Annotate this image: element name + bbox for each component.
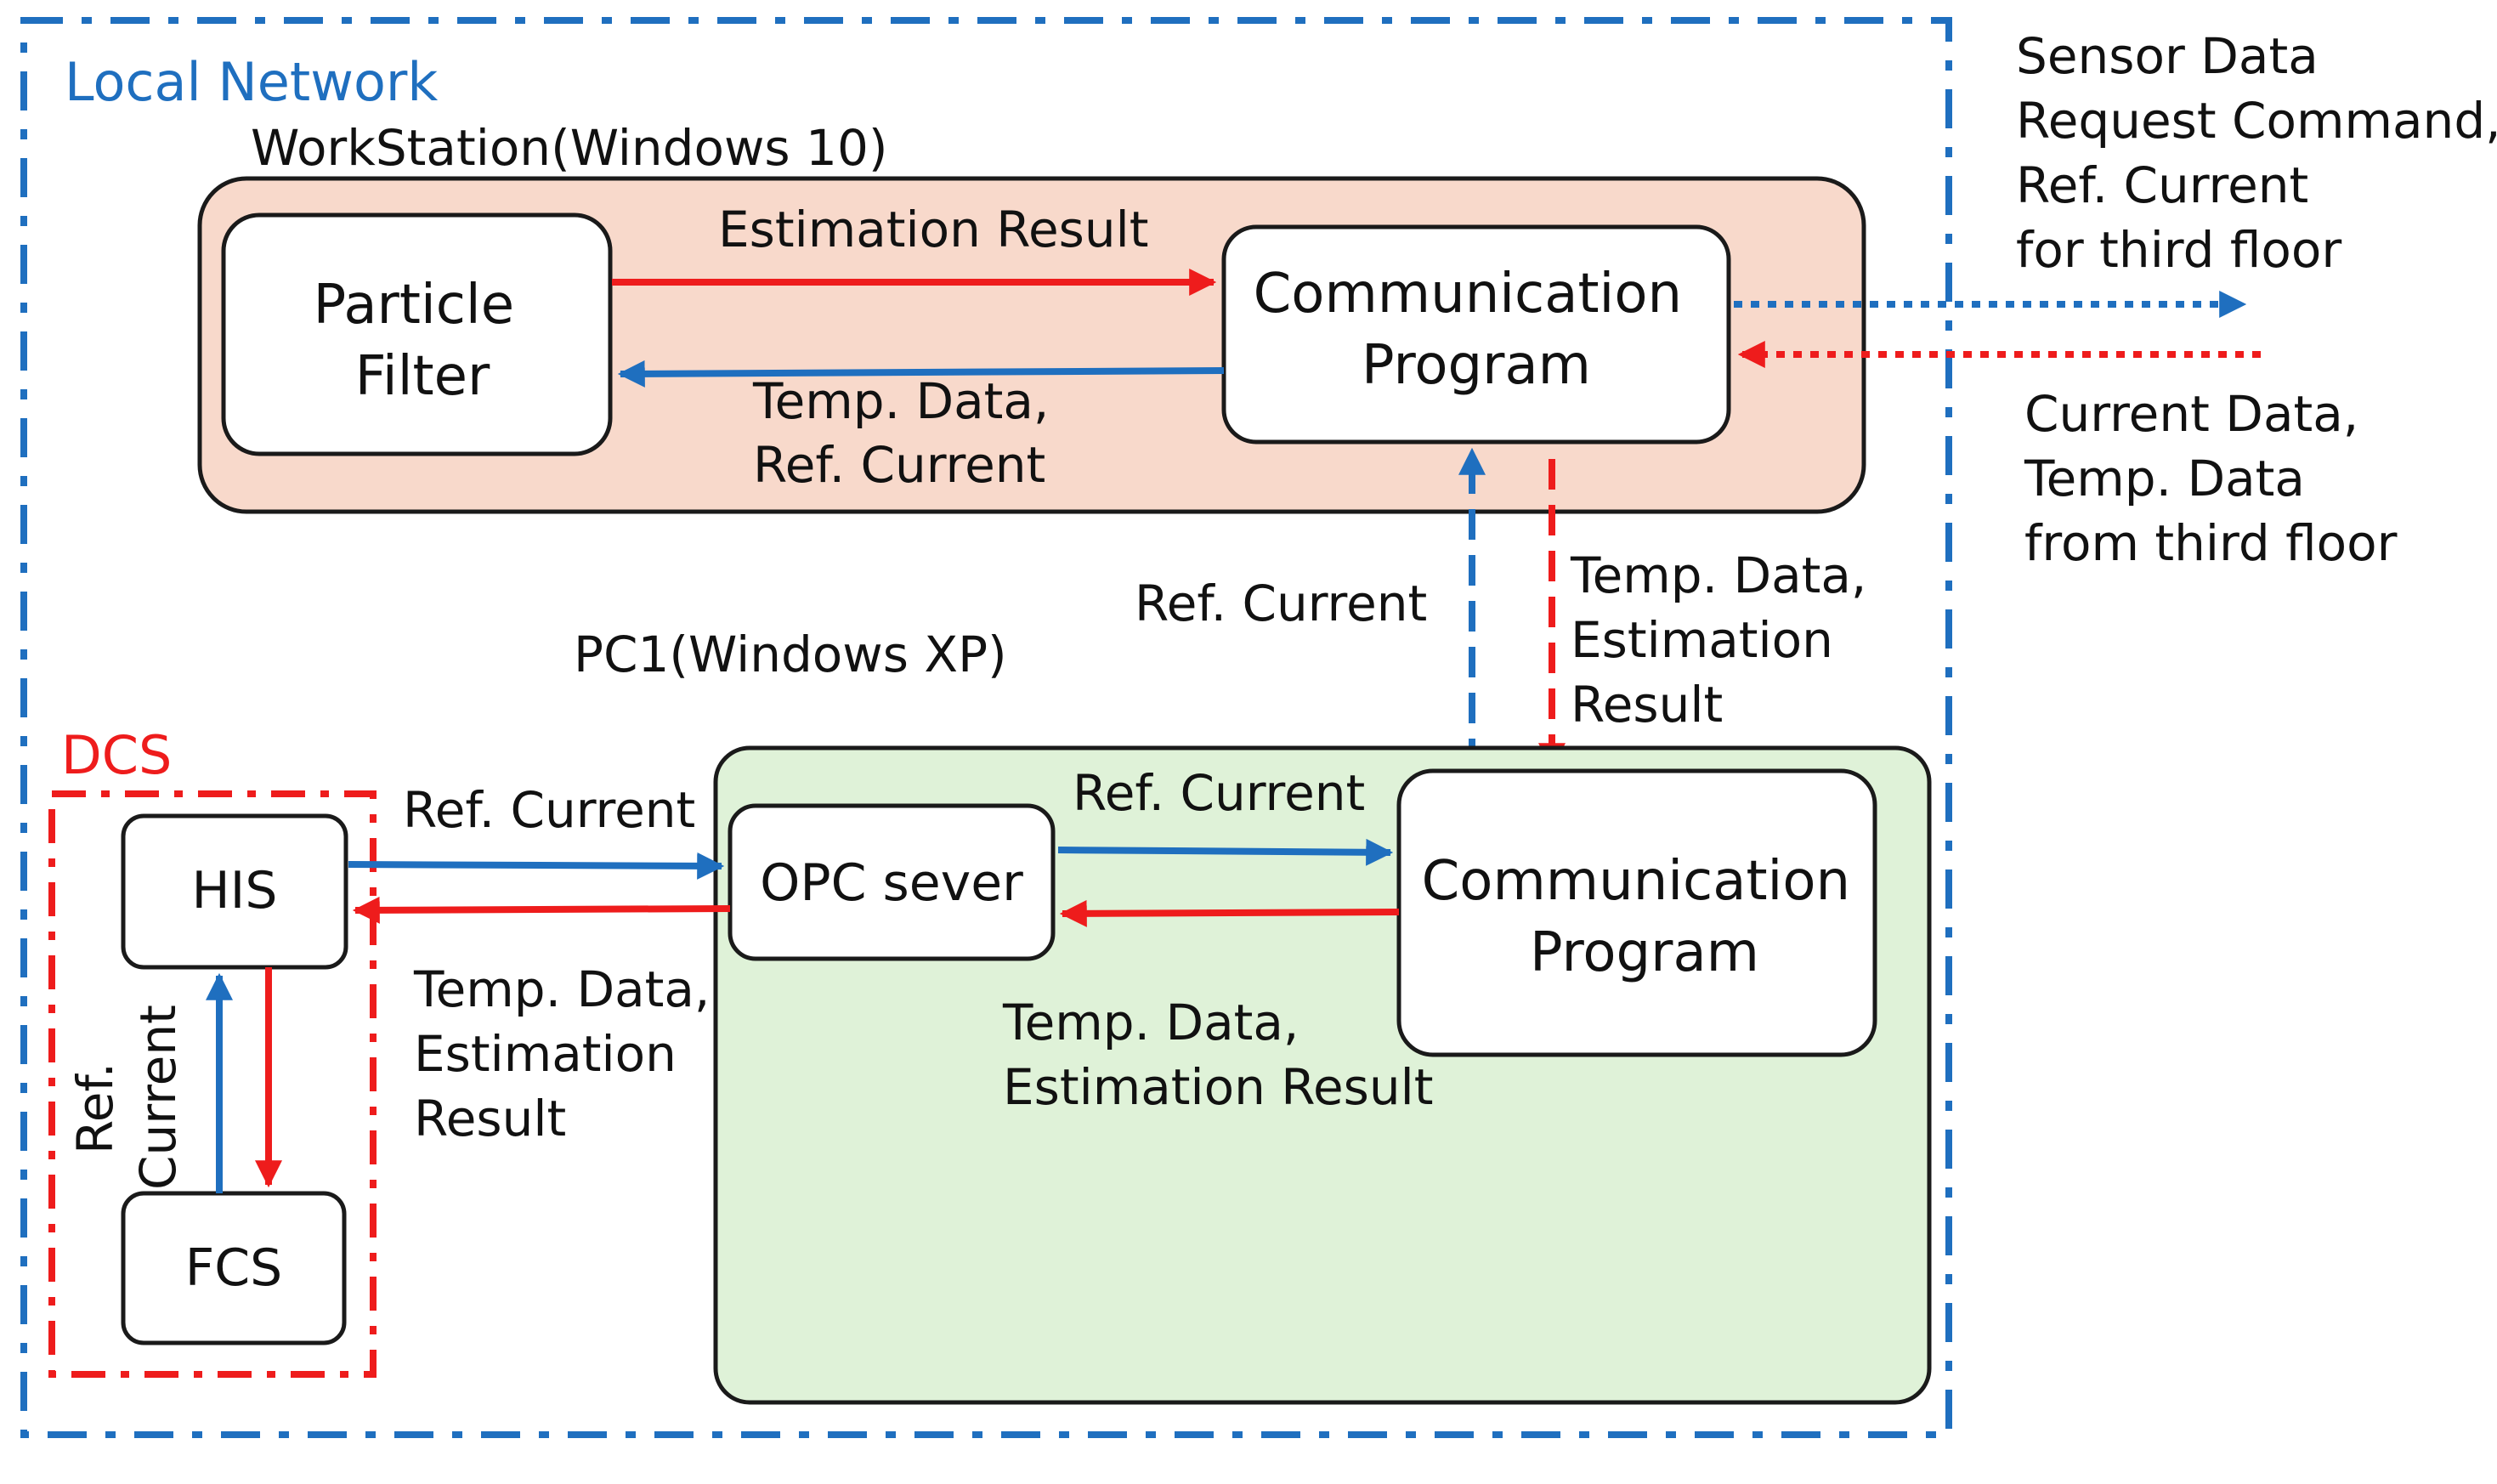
pc1-communication-program-label: Communication Program [1422, 850, 1868, 984]
opc-server-label: OPC sever [760, 853, 1023, 913]
dcs-label: DCS [61, 724, 172, 786]
temp-est-pc1-label: Temp. Data, Estimation Result [1002, 994, 1434, 1116]
ws-communication-program-box [1221, 224, 1731, 445]
pc1-communication-program-box [1396, 768, 1877, 1057]
external-in-line-3: from third floor [2024, 514, 2398, 572]
external-in-line-1: Current Data, [2024, 385, 2358, 443]
external-out-line-3: Ref. Current [2016, 156, 2308, 214]
temp-est-his-arrow [352, 896, 731, 924]
ws-communication-program-label: Communication Program [1254, 263, 1700, 397]
ref-current-his-arrow [348, 852, 725, 880]
particle-filter-label: Particle Filter [314, 274, 532, 408]
local-network-label: Local Network [65, 51, 438, 113]
opc-server-box [728, 803, 1056, 961]
his-box [121, 813, 348, 970]
ref-current-pc1-label: Ref. Current [1073, 764, 1365, 822]
ref-current-vertical-line-2: Current [129, 1005, 187, 1190]
fcs-label: FCS [185, 1238, 283, 1298]
temp-est-his-line-2: Estimation [414, 1025, 677, 1083]
external-out-line-4: for third floor [2016, 221, 2341, 279]
temp-est-his-label: Temp. Data, Estimation Result [413, 960, 726, 1147]
temp-est-pc1-line-1: Temp. Data, [1002, 994, 1299, 1051]
ref-current-up-label: Ref. Current [1135, 575, 1427, 632]
temp-ref-ws-line-1: Temp. Data, [752, 372, 1049, 430]
ref-current-pc1-arrow [1057, 838, 1394, 866]
local-network-boundary [20, 17, 1952, 1438]
ws-comm-line-1: Communication [1254, 263, 1682, 326]
external-out-line-1: Sensor Data [2016, 27, 2319, 85]
his-label: HIS [192, 861, 278, 920]
fcs-box [121, 1191, 347, 1345]
external-in-line-2: Temp. Data [2024, 450, 2305, 507]
ref-current-vertical-label: Ref. Current [66, 1005, 187, 1190]
temp-ref-ws-label: Temp. Data, Ref. Current [752, 372, 1065, 494]
temp-est-his-line-1: Temp. Data, [413, 960, 710, 1018]
external-out-line-2: Request Command, [2016, 92, 2497, 150]
external-in-label: Current Data, Temp. Data from third floo… [2024, 385, 2398, 572]
ref-current-vertical-line-1: Ref. [66, 1062, 124, 1154]
external-out-label: Sensor Data Request Command, Ref. Curren… [2016, 27, 2497, 279]
temp-est-pc1-arrow [1059, 899, 1400, 927]
workstation-title: WorkStation(Windows 10) [251, 119, 887, 177]
pc1-title: PC1(Windows XP) [574, 626, 1007, 683]
temp-ref-ws-arrow [617, 360, 1225, 388]
temp-est-down-line-1: Temp. Data, [1570, 547, 1866, 604]
temp-est-down-line-2: Estimation [1571, 611, 1833, 669]
ws-comm-line-2: Program [1362, 334, 1591, 397]
temp-est-down-label: Temp. Data, Estimation Result [1570, 547, 1883, 734]
particle-filter-line-2: Filter [355, 345, 490, 408]
temp-est-his-line-3: Result [414, 1090, 566, 1147]
ref-current-his-label: Ref. Current [403, 781, 695, 839]
dcs-boundary [48, 790, 377, 1378]
temp-est-pc1-line-2: Estimation Result [1003, 1058, 1434, 1116]
particle-filter-box [221, 212, 613, 456]
temp-est-down-line-3: Result [1571, 676, 1723, 734]
estimation-result-label: Estimation Result [718, 201, 1149, 258]
particle-filter-line-1: Particle [314, 274, 514, 337]
pc1-comm-line-1: Communication [1422, 850, 1850, 913]
temp-ref-ws-line-2: Ref. Current [753, 436, 1045, 494]
pc1-comm-line-2: Program [1530, 921, 1759, 984]
